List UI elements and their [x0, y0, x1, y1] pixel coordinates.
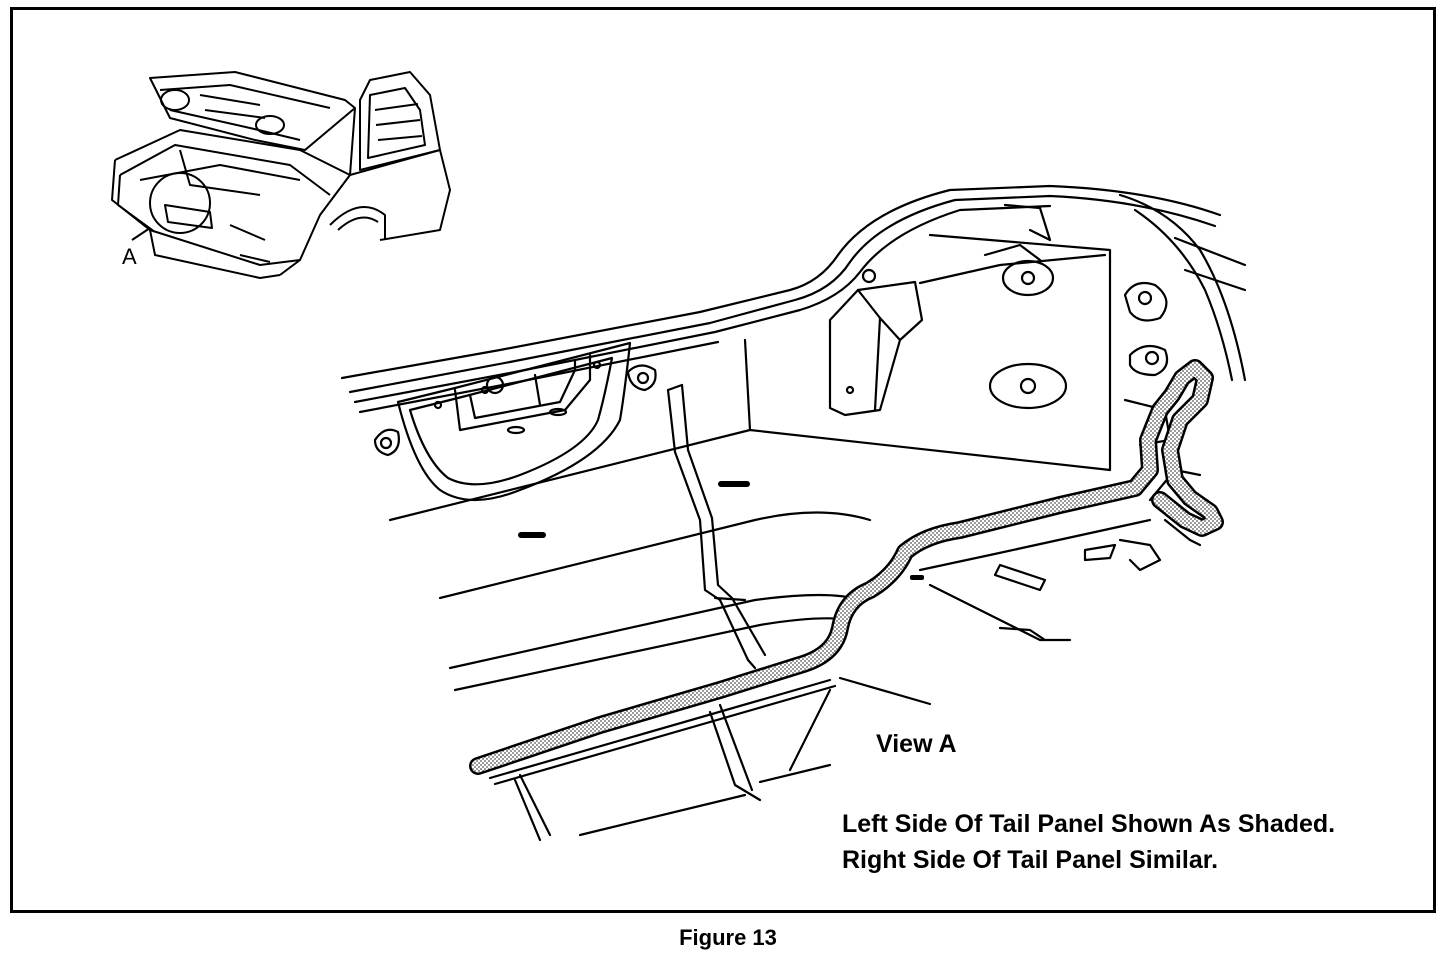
sealer-bead-shaded: [469, 359, 1224, 775]
view-label: View A: [876, 730, 957, 758]
callout-label-a: A: [122, 244, 137, 269]
car-overview-inset: [111, 71, 451, 279]
figure-note: Left Side Of Tail Panel Shown As Shaded.…: [842, 806, 1335, 878]
figure-caption: Figure 13: [679, 925, 777, 950]
figure-frame: [10, 7, 1436, 913]
note-line-2: Right Side Of Tail Panel Similar.: [842, 846, 1219, 874]
note-line-1: Left Side Of Tail Panel Shown As Shaded.: [842, 810, 1336, 838]
tail-panel-detail: [340, 184, 1247, 842]
floor-marks: [518, 481, 924, 580]
